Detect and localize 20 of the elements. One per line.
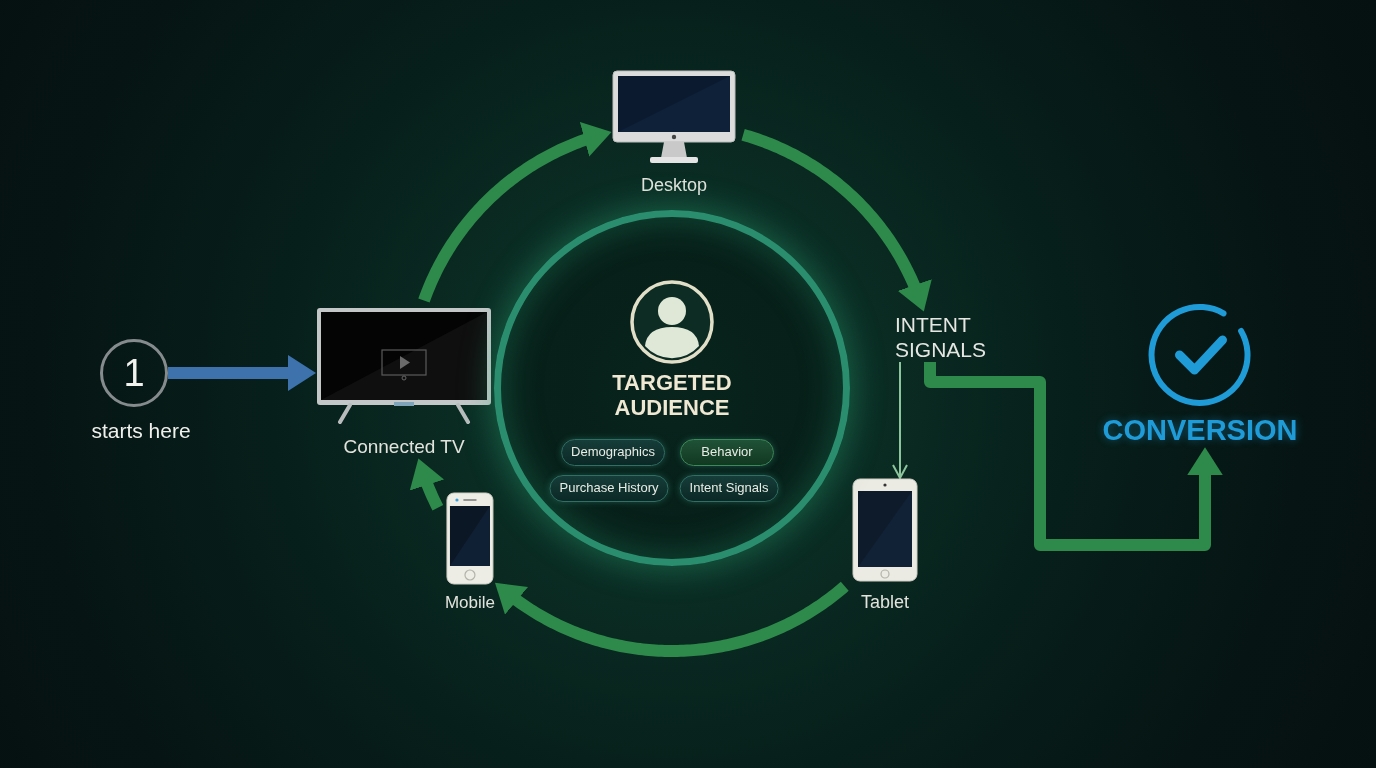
audience-tag: Behavior <box>680 439 774 466</box>
audience-tag: Purchase History <box>549 475 669 502</box>
device-label: Mobile <box>444 593 496 613</box>
conversion-label: CONVERSION <box>1102 414 1298 448</box>
flow-arrow <box>892 361 908 479</box>
step-number: 1 <box>100 339 168 407</box>
device-label: Desktop <box>640 175 707 196</box>
audience-title: TARGETED AUDIENCE <box>611 370 733 420</box>
device-label: Tablet <box>860 592 909 613</box>
flow-arrow <box>418 121 612 304</box>
flow-arrow <box>168 355 316 391</box>
flow-arrow <box>495 581 849 657</box>
device-label: Connected TV <box>343 436 465 458</box>
flow-arrow <box>924 362 1223 551</box>
audience-tag: Intent Signals <box>679 475 779 502</box>
flow-label: INTENT SIGNALS <box>895 312 995 362</box>
step-caption: starts here <box>91 419 191 443</box>
flow-arrow <box>409 458 445 511</box>
audience-tag: Demographics <box>561 439 665 466</box>
flow-arrow <box>740 129 932 312</box>
